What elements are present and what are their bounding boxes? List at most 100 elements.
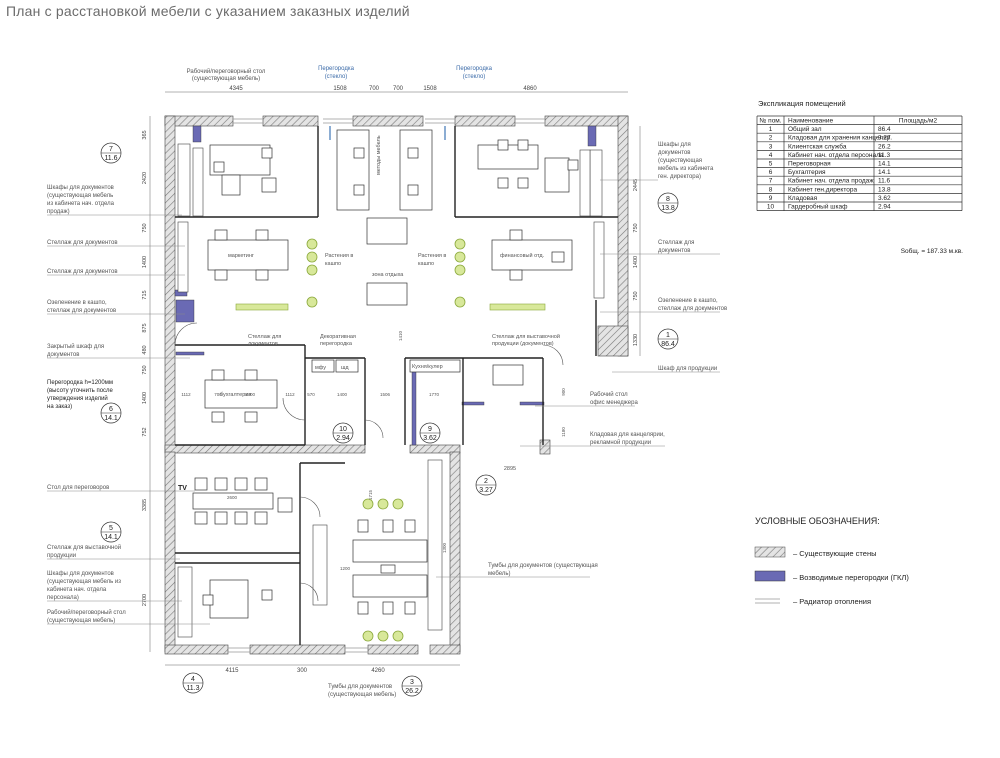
dim-right-1: 750 (633, 223, 639, 232)
room-marker-3: 3 26.2 (401, 675, 423, 697)
legend-label-gkl: – Возводимые перегородки (ГКЛ) (793, 573, 909, 582)
right-callout-10: Рабочий стол (590, 391, 628, 398)
label-plants-1: Растения в (325, 253, 353, 259)
table-cell-name: Кабинет ген.директора (788, 185, 857, 193)
legend-label-hatch: – Существующие стены (793, 549, 876, 558)
dim-top-5: 4860 (523, 86, 537, 92)
explication-table: Экспликация помещений № пом.Наименование… (756, 99, 963, 255)
dim-bottom-1: 300 (297, 668, 308, 674)
left-callout-12: утверждения изделий (47, 395, 108, 402)
room-8-num: 8 (666, 196, 670, 203)
label-finance: финансовый отд. (500, 252, 545, 259)
callout-partition-2: Перегородка (456, 66, 493, 72)
right-callout-15: мебель) (488, 571, 511, 577)
left-callout-22: (существующая мебель) (47, 618, 115, 624)
glass-partitions (329, 126, 446, 140)
left-callout-3: продаж) (47, 209, 70, 215)
room-5-num: 5 (109, 525, 113, 532)
window-radiators (228, 118, 545, 653)
room-6-area: 14.1 (104, 415, 118, 422)
dim-left-11: 2700 (142, 594, 148, 606)
table-cell-num: 7 (769, 178, 773, 185)
room-marker-2: 2 3.27 (475, 474, 497, 496)
dim-left-5: 875 (142, 323, 148, 332)
callout-partition-1-sub: (стекло) (325, 74, 348, 80)
dim-top-4: 1508 (423, 86, 437, 92)
table-cell-area: 11.3 (878, 152, 891, 159)
dim-left-10: 3385 (142, 499, 148, 511)
label-lounge: зона отдыха (372, 272, 404, 278)
room-8-area: 13.8 (661, 205, 675, 212)
room-5-area: 14.1 (104, 534, 118, 541)
legend-item-hatch: – Существующие стены (754, 546, 876, 558)
table-header-area: Площадь/м2 (899, 118, 938, 125)
left-leader-lines (47, 214, 210, 625)
table-cell-area: 13.8 (878, 186, 891, 193)
dim-inner-0: 1112 (181, 392, 191, 397)
right-callout-5: Стеллаж для (658, 240, 694, 246)
dim-top-3: 700 (393, 86, 404, 92)
dim-left-1: 2420 (142, 172, 148, 184)
right-callout-11: офис менеджера (590, 400, 638, 406)
right-callout-0: Шкафы для (658, 142, 691, 148)
left-callout-5: Стеллаж для документов (47, 269, 118, 275)
dim-inner-15: 1300 (442, 542, 447, 553)
dim-top-0: 4345 (229, 86, 243, 92)
table-cell-name: Кладовая для хранения канцеляр. (788, 135, 892, 142)
label-plants-2: Растения в (418, 253, 446, 259)
dim-inner-1: 700 (214, 392, 222, 397)
left-callout-0: Шкафы для документов (47, 185, 114, 191)
table-cell-num: 10 (767, 204, 775, 211)
left-callout-8: Закрытый шкаф для (47, 343, 104, 350)
table-cell-name: Переговорная (788, 161, 831, 168)
left-callout-21: Рабочий/переговорный стол (47, 609, 126, 616)
table-cell-area: 86.4 (878, 126, 891, 133)
left-callout-14: Стол для переговоров (47, 485, 109, 491)
label-shelf-docs-2: документов (248, 341, 278, 347)
table-cell-num: 8 (769, 186, 773, 193)
table-cell-num: 9 (769, 195, 773, 202)
room-marker-4: 4 11.3 (182, 672, 204, 694)
page-title: План с расстановкой мебели с указанием з… (6, 3, 410, 19)
table-cell-name: Клиентская служба (788, 142, 847, 150)
legend-swatch-hatch (754, 546, 786, 558)
plants (306, 238, 466, 642)
room-marker-7: 7 11.6 (100, 142, 122, 164)
dim-inner-9: 2600 (227, 495, 238, 500)
room-marker-1: 1 86.4 (657, 328, 679, 350)
shelves (177, 143, 605, 638)
right-callout-8: стеллаж для документов (658, 306, 727, 312)
dim-inner-7: 1770 (429, 392, 440, 397)
dimension-lines (149, 91, 641, 666)
right-callout-3: мебель из кабинета (658, 166, 714, 172)
right-callout-1: документов (658, 150, 690, 156)
label-shelf-exhibit: Стеллаж для выставочной (492, 333, 560, 340)
label-shelf-docs: Стеллаж для (248, 334, 281, 340)
legend-swatch-gkl (754, 570, 786, 582)
label-plants-1b: кашпо (325, 261, 341, 267)
left-callout-10: Перегородка h=1200мм (47, 380, 113, 386)
table-cell-name: Гардеробный шкаф (788, 203, 848, 211)
left-callout-6: Озеленение в кашпо, (47, 300, 107, 306)
interior-lines (175, 126, 618, 645)
table-cell-area: 14.1 (878, 169, 891, 176)
dim-left-8: 1400 (142, 392, 148, 404)
room-4-area: 11.3 (186, 685, 199, 692)
label-sales-dept: методы мебель (376, 135, 382, 175)
room-marker-8: 8 13.8 (657, 192, 679, 214)
left-callout-9: документов (47, 352, 79, 358)
dim-inner-8: 1410 (398, 330, 403, 341)
room-marker-10: 10 2.94 (332, 422, 354, 444)
inner-labels: маркетинг финансовый отд. бухгалтерия мф… (178, 135, 560, 492)
gkl-partitions (174, 125, 597, 446)
label-accounting: бухгалтерия (220, 392, 251, 398)
left-callouts: Шкафы для документов (существующая мебел… (47, 185, 126, 624)
room-9-area: 3.62 (423, 435, 437, 442)
existing-walls (164, 115, 629, 655)
dim-left-2: 750 (142, 223, 148, 232)
right-callout-16: Тумбы для документов (328, 684, 392, 690)
table-cell-area: 11.6 (878, 178, 891, 185)
right-callout-7: Озеленение в кашпо, (658, 298, 718, 304)
table-cell-area: 2.94 (878, 204, 891, 211)
dim-bottom-2: 4260 (371, 668, 385, 674)
